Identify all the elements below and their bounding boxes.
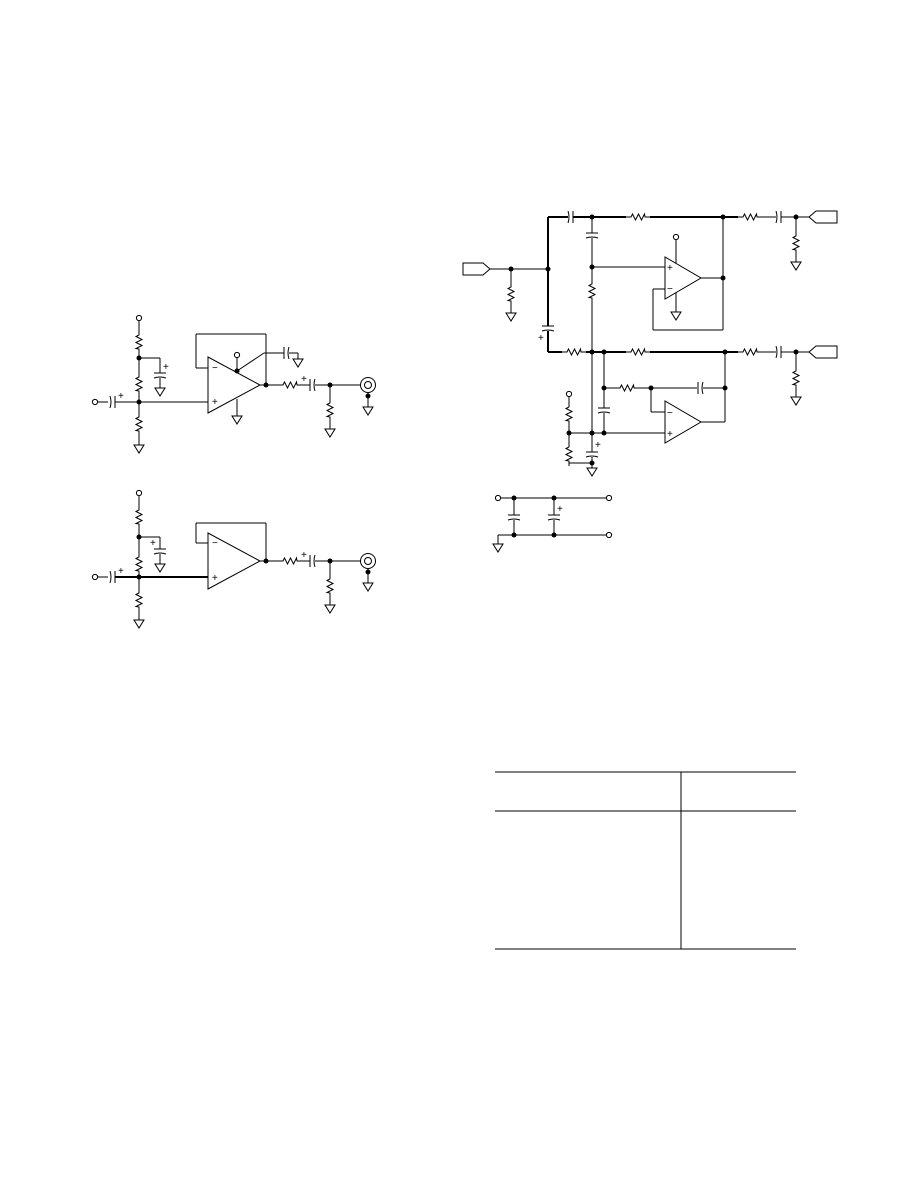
ground-symbol [790, 257, 802, 271]
coax-output-jack [360, 553, 376, 592]
opamp: + − [664, 256, 702, 300]
ground-symbol [505, 308, 517, 322]
ground-symbol [362, 402, 374, 416]
ground-symbol [292, 354, 304, 368]
supply-terminal [672, 233, 680, 241]
capacitor [507, 514, 521, 521]
resistor [135, 329, 143, 355]
ground-symbol [492, 539, 504, 553]
svg-text:+: + [212, 397, 218, 408]
resistor [625, 348, 651, 356]
spec-table [495, 771, 796, 950]
input-port [462, 262, 491, 276]
resistor [135, 587, 143, 613]
supply-capacitor [283, 346, 290, 360]
ground-symbol [362, 578, 374, 592]
resistor [326, 573, 334, 599]
input-capacitor [109, 395, 116, 409]
polarity-mark: + [150, 538, 156, 549]
resistor [565, 401, 573, 427]
opamp: − + [207, 532, 262, 590]
capacitor [567, 210, 574, 224]
opamp: − + [207, 356, 262, 414]
svg-text:−: − [667, 284, 673, 295]
input-terminal [91, 398, 99, 406]
ground-symbol [670, 307, 682, 321]
supply-terminal [605, 494, 613, 502]
resistor [625, 213, 651, 221]
circuit-right: + − + [462, 210, 838, 477]
capacitor [775, 210, 782, 224]
input-terminal [91, 573, 99, 581]
resistor [135, 371, 143, 397]
resistor [614, 384, 640, 392]
vplus-terminal [135, 489, 143, 497]
coax-output-jack [360, 377, 376, 416]
svg-text:+: + [667, 263, 673, 274]
resistor [135, 504, 143, 530]
capacitor [541, 325, 555, 332]
ground-symbol [231, 411, 243, 425]
polarity-mark: + [557, 504, 563, 515]
resistor [277, 557, 303, 565]
output-port-1 [808, 210, 838, 224]
output-capacitor [309, 554, 316, 568]
ground-symbol [586, 463, 598, 477]
capacitor [775, 345, 782, 359]
polarity-mark: + [118, 391, 124, 402]
resistor [792, 230, 800, 256]
capacitor [697, 381, 704, 395]
polarity-mark: + [538, 333, 544, 344]
supply-terminal [565, 390, 573, 398]
svg-text:+: + [212, 573, 218, 584]
input-capacitor [109, 570, 116, 584]
resistor [737, 348, 763, 356]
resistor [135, 411, 143, 437]
capacitor [597, 407, 611, 414]
polarity-mark: + [163, 362, 169, 373]
svg-text:−: − [212, 538, 218, 549]
resistor [135, 551, 143, 577]
svg-text:−: − [212, 363, 218, 374]
vplus-terminal [135, 314, 143, 322]
supply-terminal [494, 494, 502, 502]
polarity-mark: + [301, 550, 307, 561]
circuit-left-bottom: + + − + + [91, 489, 376, 629]
ground-symbol [133, 440, 145, 454]
polarity-mark: + [595, 440, 601, 451]
svg-text:+: + [667, 429, 673, 440]
supply-terminal [233, 351, 241, 359]
ground-symbol [324, 424, 336, 438]
output-capacitor [309, 378, 316, 392]
ground-symbol [154, 383, 166, 397]
bypass-capacitor [153, 548, 167, 555]
output-port-2 [808, 345, 838, 359]
capacitor [585, 451, 599, 458]
ground-symbol [133, 615, 145, 629]
capacitor [585, 232, 599, 239]
resistor [792, 365, 800, 391]
resistor [507, 281, 515, 307]
resistor [326, 397, 334, 423]
polarity-mark: + [118, 566, 124, 577]
resistor [561, 348, 587, 356]
ground-symbol [790, 392, 802, 406]
opamp: − + [664, 400, 702, 444]
supply-decoupling: + [492, 494, 613, 553]
bypass-capacitor [153, 372, 167, 379]
ground-symbol [324, 600, 336, 614]
resistor [588, 278, 596, 304]
supply-terminal [605, 531, 613, 539]
resistor [737, 213, 763, 221]
svg-text:−: − [667, 408, 673, 419]
circuit-left-top: + + − + [91, 314, 376, 454]
capacitor [547, 514, 561, 521]
polarity-mark: + [301, 374, 307, 385]
ground-symbol [154, 559, 166, 573]
resistor [277, 381, 303, 389]
